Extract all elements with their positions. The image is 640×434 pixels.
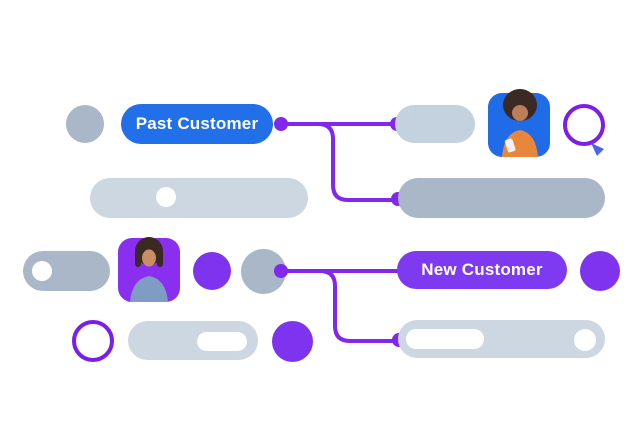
new-customer-label: New Customer xyxy=(421,260,543,279)
gray-node-circle xyxy=(66,105,104,143)
highlight-ring-circle xyxy=(563,104,605,146)
past-customer-label: Past Customer xyxy=(135,114,259,133)
new-customer-chip: New Customer xyxy=(397,251,567,289)
connector-dot xyxy=(274,117,288,131)
message-pill xyxy=(90,178,308,218)
toggle-pill xyxy=(23,251,110,291)
pill-inner-dot xyxy=(574,329,596,351)
message-pill xyxy=(395,105,475,143)
cursor-icon xyxy=(591,143,604,156)
purple-node-circle xyxy=(272,321,313,362)
highlight-ring-circle xyxy=(72,320,114,362)
customer-avatar xyxy=(488,89,550,157)
connector-dot xyxy=(274,264,288,278)
purple-node-circle xyxy=(580,251,620,291)
pill-inner-dot xyxy=(156,187,176,207)
message-pill xyxy=(398,320,605,358)
woman-bob-avatar-icon xyxy=(130,237,168,302)
message-pill xyxy=(128,321,258,360)
message-pill xyxy=(398,178,605,218)
woman-afro-avatar-icon xyxy=(502,89,538,157)
pill-inner-bar xyxy=(197,332,247,351)
purple-node-circle xyxy=(193,252,231,290)
pill-inner-bar xyxy=(406,329,484,349)
past-customer-chip: Past Customer xyxy=(121,104,273,144)
avatar-background xyxy=(118,238,180,302)
customer-avatar xyxy=(118,237,180,302)
toggle-knob xyxy=(32,261,52,281)
